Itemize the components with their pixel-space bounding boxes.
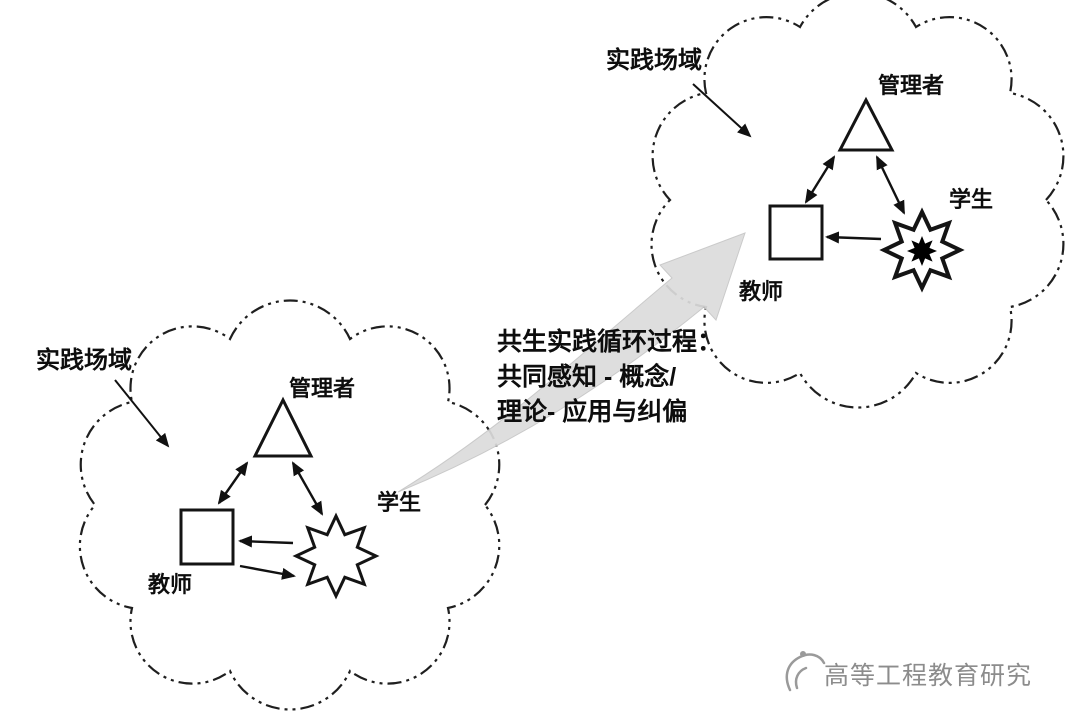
left-field-callout: 实践场域 (36, 346, 170, 448)
journal-logo-icon (794, 666, 808, 690)
left-manager-label: 管理者 (289, 376, 355, 401)
process-note: 共生实践循环过程： 共同感知 - 概念/ 理论- 应用与纠偏 (497, 327, 722, 426)
student-star-core-icon (907, 236, 937, 266)
journal-logo-icon (785, 653, 826, 692)
left-teacher-label: 教师 (148, 572, 192, 597)
left-arrow-student-teacher (238, 535, 294, 548)
right-arrow-manager-student (875, 155, 906, 215)
manager-triangle-icon (252, 396, 314, 458)
left-practice-field-cloud: 管理者 学生 教师 (78, 299, 501, 711)
student-star-icon (292, 512, 380, 600)
watermark-text: 高等工程教育研究 (824, 662, 1032, 690)
right-manager-label: 管理者 (878, 73, 944, 98)
process-note-line1: 共生实践循环过程： (497, 327, 722, 356)
left-field-pointer-arrow (114, 379, 170, 448)
right-field-label: 实践场域 (606, 46, 702, 74)
right-practice-field-cloud: 管理者 学生 教师 (650, 0, 1065, 409)
journal-watermark: 高等工程教育研究 (785, 651, 1032, 692)
left-arrow-teacher-student (239, 564, 296, 580)
left-student-label: 学生 (377, 490, 421, 515)
right-arrow-student-teacher (825, 231, 882, 244)
process-note-line3: 理论- 应用与纠偏 (497, 397, 687, 426)
left-arrow-manager-teacher (217, 461, 249, 505)
left-cloud-outline (78, 299, 501, 711)
manager-triangle-icon (837, 96, 895, 152)
cycle-transition-arrow (397, 232, 746, 493)
teacher-square-icon (768, 204, 824, 261)
right-student-label: 学生 (949, 187, 993, 212)
right-field-callout: 实践场域 (606, 46, 752, 138)
teacher-square-icon (179, 508, 235, 566)
process-note-line2: 共同感知 - 概念/ (497, 362, 676, 391)
right-cloud-outline (650, 0, 1065, 409)
journal-logo-icon (800, 651, 806, 657)
right-teacher-label: 教师 (739, 279, 783, 304)
right-field-pointer-arrow (692, 83, 752, 138)
left-field-label: 实践场域 (36, 346, 132, 374)
right-arrow-manager-teacher (804, 155, 836, 204)
left-arrow-manager-student (291, 461, 324, 516)
